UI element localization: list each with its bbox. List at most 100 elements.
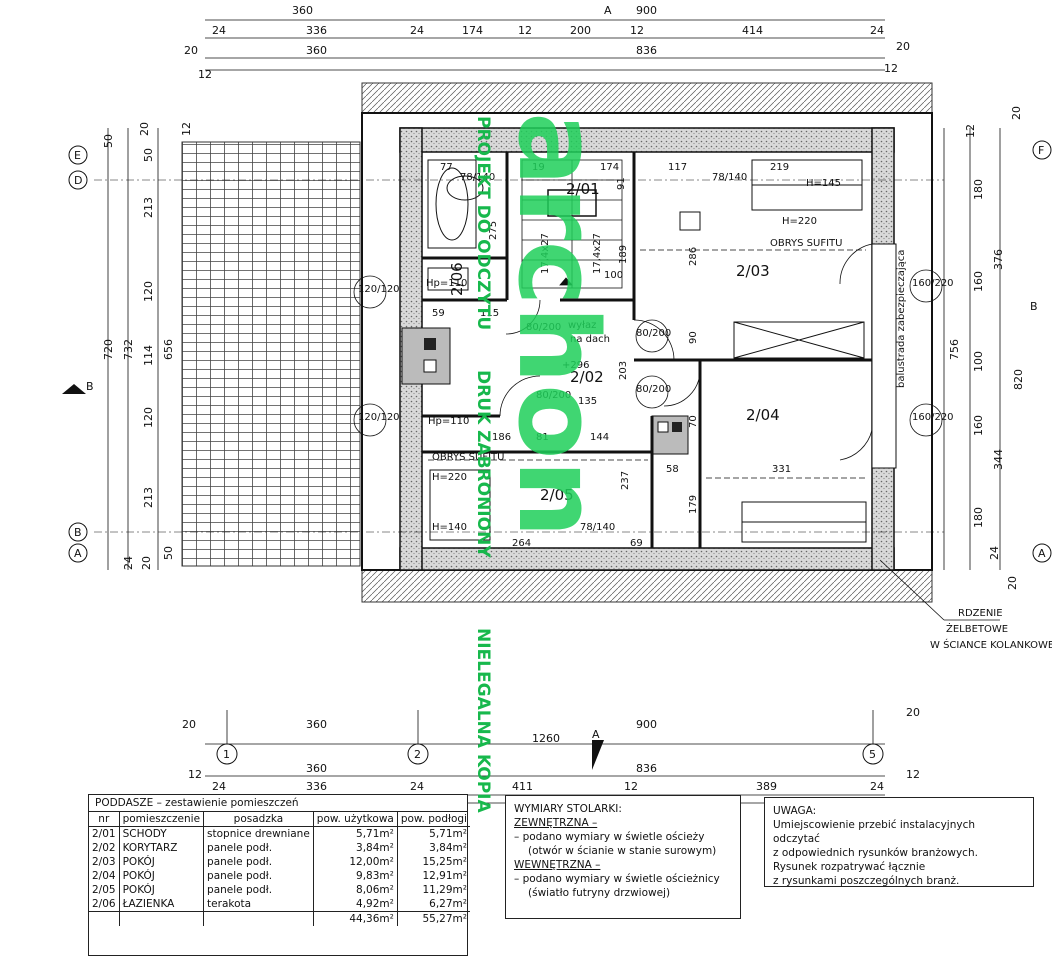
cell-room: POKÓJ (118, 883, 204, 897)
dim-top: 336 (306, 24, 327, 37)
cell-nr: 2/02 (92, 842, 116, 854)
dim-left: 114 (142, 345, 155, 366)
dim-left: 20 (140, 556, 153, 570)
axis-label: F (1038, 144, 1044, 157)
room-table-header: nr pomieszczenie posadzka pow. użytkowa … (89, 812, 470, 827)
dim-bottom: 24 (410, 780, 424, 793)
cell-floor: panele podł. (203, 855, 314, 869)
cell-floor-area: 15,25m² (396, 855, 470, 869)
section-mark: B (1030, 300, 1038, 313)
axis-label: 2 (414, 748, 421, 761)
dim-top: 12 (630, 24, 644, 37)
dim-bottom: 836 (636, 762, 657, 775)
interior-dim: 264 (512, 538, 531, 549)
carpentry-ext-line: – podano wymiary w świetle ościeży (514, 831, 705, 843)
col-header: pow. użytkowa (312, 812, 398, 827)
opening-label: 78/140 (460, 172, 495, 183)
dim-right: 344 (992, 449, 1005, 470)
col-header: pow. podłogi (396, 812, 470, 827)
chimney-flue (424, 338, 436, 350)
watermark-line: PROJEKT DO ODCZYTU (473, 116, 493, 330)
door-swings (499, 243, 873, 461)
dim-bottom: 20 (906, 706, 920, 719)
dim-left: 213 (142, 487, 155, 508)
dim-top: 24 (212, 24, 226, 37)
dim-right: 100 (972, 351, 985, 372)
dim-left: 12 (180, 122, 193, 136)
room-number: 2/01 (566, 180, 600, 198)
cell-nr: 2/03 (92, 856, 116, 868)
room-schedule-table: PODDASZE – zestawienie pomieszczeń nr po… (88, 794, 470, 956)
interior-dim: 59 (432, 308, 445, 319)
cell-floor: panele podł. (203, 883, 314, 897)
notice-box: UWAGA: Umiejscowienie przebić instalacyj… (764, 797, 1034, 887)
table-row: 2/01 SCHODY stopnice drewniane 5,71m² 5,… (89, 826, 470, 841)
dim-right: 180 (972, 179, 985, 200)
cell-floor-area: 11,29m² (396, 883, 470, 897)
dim-left: 120 (142, 281, 155, 302)
col-header: pomieszczenie (118, 812, 204, 827)
opening-label: 80/200 (636, 384, 671, 395)
cell-room: POKÓJ (118, 855, 204, 869)
dim-bottom: 24 (870, 780, 884, 793)
cell-nr: 2/05 (92, 884, 116, 896)
opening-label: 17,4x27 (592, 233, 603, 274)
dim-top: 12 (518, 24, 532, 37)
watermark-brand: archon (494, 112, 622, 538)
railing-opening (871, 243, 897, 469)
dim-bottom: 1260 (532, 732, 560, 745)
table-row: 2/03 POKÓJ panele podł. 12,00m² 15,25m² (89, 855, 470, 869)
dim-bottom: 411 (512, 780, 533, 793)
height-label: Hp=110 (426, 278, 467, 289)
interior-dim: 58 (666, 464, 679, 475)
cell-floor-area: 6,27m² (396, 897, 470, 912)
eave-top (361, 82, 933, 114)
height-label: H=220 (432, 472, 467, 483)
cell-floor-area: 5,71m² (396, 826, 470, 841)
room-number: 2/06 (448, 262, 466, 296)
dim-top: 360 (292, 4, 313, 17)
room-number: 2/05 (540, 486, 574, 504)
cell-usable: 3,84m² (312, 841, 398, 855)
room-number: 2/03 (736, 262, 770, 280)
bathroom-fixtures (427, 159, 484, 291)
table-totals-row: 44,36m² 55,27m² (89, 911, 470, 926)
dim-bottom: 900 (636, 718, 657, 731)
section-mark: B (86, 380, 94, 393)
height-label: H=145 (806, 178, 841, 189)
exit-label: wyłaz (568, 320, 596, 331)
opening-label: 160/220 (912, 278, 954, 289)
callout-text: RDZENIE (958, 608, 1003, 619)
interior-dim: 91 (616, 177, 627, 190)
chimney-flue (657, 421, 669, 433)
table-row: 2/04 POKÓJ panele podł. 9,83m² 12,91m² (89, 869, 470, 883)
dim-bottom: 12 (188, 768, 202, 781)
total-floor: 55,27m² (396, 911, 470, 926)
cell-usable: 12,00m² (312, 855, 398, 869)
opening-label: 120/120 (358, 412, 400, 423)
watermark-line: NIELEGALNA KOPIA (473, 628, 493, 814)
dim-left: 732 (122, 339, 135, 360)
dim-right: 160 (972, 271, 985, 292)
railing-label: balustrada zabezpieczająca (896, 250, 907, 388)
dim-bottom: 389 (756, 780, 777, 793)
carpentry-note: WYMIARY STOLARKI: ZEWNĘTRZNA – – podano … (505, 795, 741, 919)
dim-bottom: 336 (306, 780, 327, 793)
height-label: H=140 (432, 522, 467, 533)
notice-line: Rysunek rozpatrywać łącznie (773, 861, 926, 873)
col-header: nr (89, 812, 120, 827)
cell-nr: 2/06 (92, 898, 116, 910)
carpentry-ext-line: (otwór w ścianie w stanie surowym) (528, 845, 717, 857)
dim-right: 820 (1012, 369, 1025, 390)
table-row: 2/02 KORYTARZ panele podł. 3,84m² 3,84m² (89, 841, 470, 855)
axis-label: B (74, 526, 82, 539)
axis-label: D (74, 174, 82, 187)
level-label: +296 (562, 360, 589, 371)
dim-bottom: 20 (182, 718, 196, 731)
cell-nr: 2/04 (92, 870, 116, 882)
cell-room: SCHODY (118, 826, 204, 841)
dim-bottom: 24 (212, 780, 226, 793)
dim-right: 12 (964, 124, 977, 138)
dim-top: 836 (636, 44, 657, 57)
chimney-flue (672, 422, 682, 432)
